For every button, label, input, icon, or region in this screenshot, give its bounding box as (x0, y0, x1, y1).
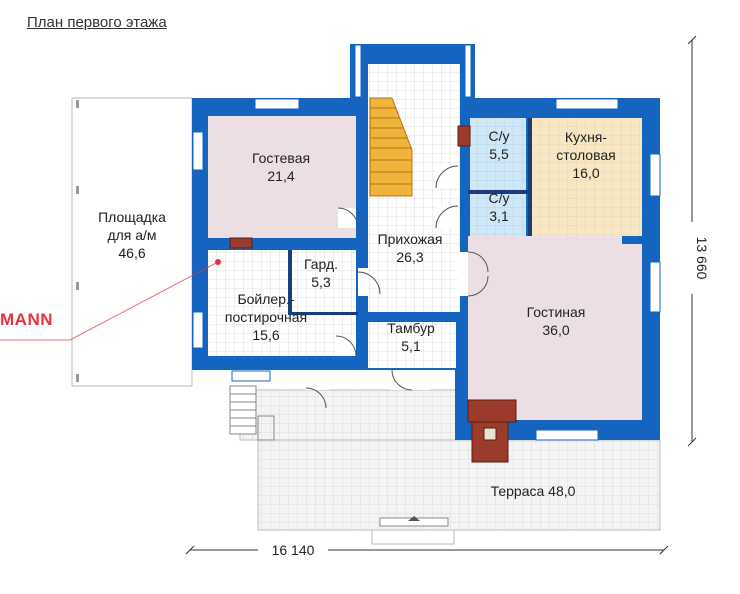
room-label-hall-1: 26,3 (396, 249, 423, 265)
dimension-depth (687, 35, 697, 447)
kitchen-floor (532, 118, 642, 236)
room-label-bath2-1: 3,1 (489, 208, 509, 224)
room-label-guest-0: Гостевая (252, 150, 310, 166)
boiler-floor (208, 250, 290, 356)
depth-dimension-label: 13 660 (694, 237, 710, 280)
room-label-living-1: 36,0 (542, 322, 569, 338)
terrace (257, 439, 661, 545)
room-label-boiler-2: 15,6 (252, 327, 279, 343)
bath1-floor (470, 118, 526, 190)
room-label-boiler-0: Бойлер.- (237, 291, 294, 307)
page-title: План первого этажа (27, 14, 167, 31)
room-label-kitchen-2: 16,0 (572, 165, 599, 181)
guest-room (208, 116, 356, 238)
carport-area (71, 97, 193, 387)
brand-watermark: MANN (0, 310, 53, 329)
living-floor (468, 244, 642, 420)
dimension-width (185, 545, 669, 555)
room-label-bath1-0: С/у (489, 128, 510, 144)
width-dimension-label: 16 140 (272, 542, 315, 558)
room-label-wardrobe-1: 5,3 (311, 274, 331, 290)
room-label-bath1-1: 5,5 (489, 146, 509, 162)
porch-steps (229, 385, 257, 435)
room-label-wardrobe-0: Гард. (304, 256, 338, 272)
fireplace (467, 399, 517, 463)
room-label-carport-1: для а/м (107, 227, 156, 243)
room-label-terrace-0: Терраса 48,0 (491, 483, 576, 499)
vestibule-floor (368, 322, 456, 368)
room-label-guest-1: 21,4 (267, 168, 294, 184)
room-label-carport-0: Площадка (98, 209, 166, 225)
room-label-vestibule-0: Тамбур (387, 320, 435, 336)
room-label-bath2-0: С/у (489, 190, 510, 206)
wardrobe-floor (292, 250, 356, 312)
room-label-living-0: Гостиная (527, 304, 586, 320)
room-label-hall-0: Прихожая (378, 231, 443, 247)
room-label-boiler-1: постирочная (225, 309, 307, 325)
room-label-carport-2: 46,6 (118, 245, 145, 261)
bath2-floor (470, 194, 526, 236)
room-label-kitchen-1: столовая (556, 147, 616, 163)
room-label-kitchen-0: Кухня- (565, 129, 607, 145)
room-label-vestibule-1: 5,1 (401, 338, 421, 354)
leader-line (69, 261, 219, 341)
staircase (369, 97, 413, 197)
